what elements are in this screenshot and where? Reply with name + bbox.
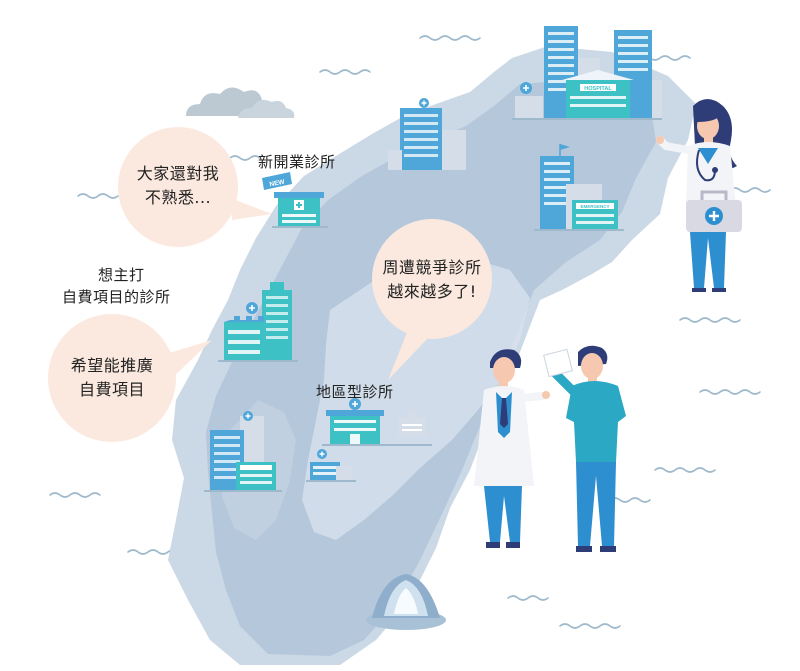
new-tag-text: NEW — [269, 178, 286, 188]
bubble-unfamiliar-text: 大家還對我 不熟悉... — [118, 162, 238, 210]
new-clinic-label: 新開業診所 — [258, 153, 336, 171]
cloud-icon — [186, 87, 295, 118]
bubble-self-pay-text: 希望能推廣 自費項目 — [52, 354, 172, 402]
bubble-line: 周遭競爭診所 — [382, 258, 482, 277]
bubble-line: 大家還對我 — [136, 164, 220, 183]
bubble-line: 越來越多了! — [387, 282, 477, 301]
new-clinic-building: NEW — [262, 172, 328, 228]
self-pay-clinic-label-line2: 自費項目的診所 — [62, 288, 171, 306]
regional-clinic-label: 地區型診所 — [316, 383, 394, 401]
emergency-hospital-building: EMERGENCY — [534, 144, 624, 231]
small-clinic-building — [306, 449, 356, 482]
speech-bubble-competition — [372, 219, 492, 380]
female-doctor-figure — [656, 99, 742, 292]
hospital-complex-building: HOSPITAL — [512, 26, 662, 120]
bubble-line: 希望能推廣 — [70, 356, 154, 375]
fountain-icon — [366, 574, 446, 630]
regional-clinic-building — [322, 398, 432, 446]
self-pay-clinic-label-line1: 想主打 — [98, 266, 145, 284]
emergency-sign-text: EMERGENCY — [580, 204, 609, 209]
office-building — [388, 98, 466, 170]
southern-hospital-building — [204, 411, 282, 492]
bubble-line: 自費項目 — [78, 380, 145, 399]
sea-waves — [49, 35, 771, 629]
male-doctor-figure — [474, 349, 550, 548]
self-pay-clinic-building — [218, 282, 298, 362]
speech-bubble-unfamiliar — [118, 127, 272, 247]
bubble-competition-text: 周遭競爭診所 越來越多了! — [367, 256, 497, 304]
bubble-line: 不熟悉... — [144, 188, 212, 207]
hospital-sign-text: HOSPITAL — [584, 86, 612, 92]
patient-figure — [543, 345, 626, 552]
speech-bubble-self-pay — [48, 314, 212, 442]
